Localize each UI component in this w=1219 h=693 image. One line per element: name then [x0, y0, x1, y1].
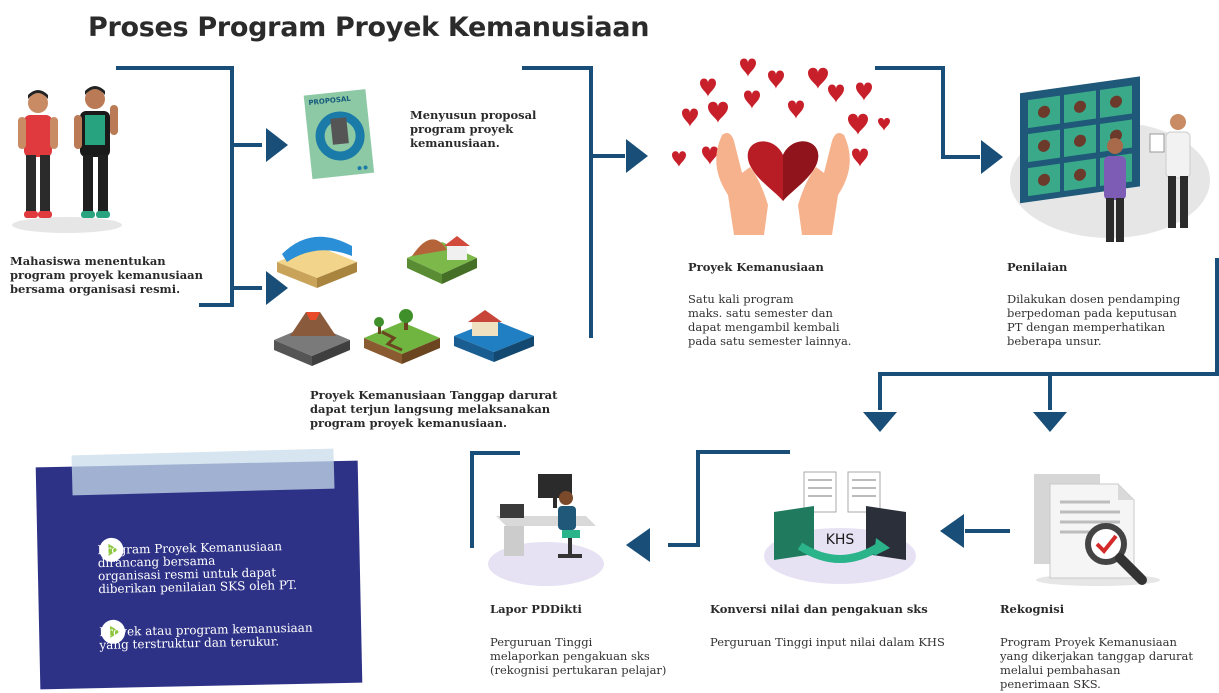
proposal-text: Menyusun proposal program proyek kemanus…	[410, 108, 536, 150]
note-line: diberikan penilaian SKS oleh PT.	[98, 577, 298, 597]
connector-to-penilaian	[875, 66, 980, 159]
proyek-line: Satu kali program	[688, 292, 794, 306]
hands-heart-illustration	[672, 58, 890, 235]
rekognisi-line: yang dikerjakan tanggap darurat	[1000, 649, 1193, 663]
earthquake-icon	[364, 309, 440, 364]
heart-icon	[828, 84, 844, 103]
disaster-line: program proyek kemanusiaan.	[310, 416, 507, 430]
arrow-right-icon	[626, 139, 648, 173]
rekognisi-body: Program Proyek Kemanusiaan yang dikerjak…	[1000, 635, 1193, 691]
landslide-icon	[407, 236, 477, 284]
penilaian-body: Dilakukan dosen pendamping berpedoman pa…	[1007, 292, 1180, 348]
lapor-body: Perguruan Tinggi melaporkan pengakuan sk…	[490, 635, 666, 677]
disaster-tiles-illustration	[274, 236, 534, 366]
page-title: Proses Program Proyek Kemanusiaan	[88, 12, 650, 43]
heart-icon	[848, 113, 868, 135]
heart-icon	[702, 146, 718, 165]
konversi-line: Perguruan Tinggi input nilai dalam KHS	[710, 635, 945, 649]
khs-conversion-illustration: KHS	[764, 471, 916, 584]
heart-icon	[672, 151, 686, 167]
students-illustration	[12, 86, 122, 233]
arrow-right-icon	[981, 140, 1003, 174]
note-item: Program Proyek Kemanusiaan dirancang ber…	[97, 539, 298, 597]
lapor-line: melaporkan pengakuan sks	[490, 649, 650, 663]
khs-badge: KHS	[826, 532, 855, 548]
heart-icon	[852, 148, 868, 167]
konversi-heading: Konversi nilai dan pengakuan sks	[710, 602, 928, 616]
proposal-booklet-illustration: PROPOSAL	[303, 89, 375, 180]
heart-icon	[682, 108, 698, 127]
connector-middle	[522, 66, 593, 338]
flood-icon	[454, 310, 534, 362]
penilaian-heading: Penilaian	[1007, 260, 1068, 274]
tsunami-icon	[277, 236, 357, 288]
proyek-heading: Proyek Kemanusiaan	[688, 260, 824, 274]
left-hand-icon	[716, 133, 768, 235]
arrow-right-icon	[266, 271, 288, 305]
connector-step1	[116, 66, 234, 307]
right-hand-icon	[798, 133, 850, 235]
tape-strip	[71, 448, 335, 496]
connector-konversi	[668, 450, 700, 547]
proyek-line: maks. satu semester dan	[688, 306, 833, 320]
proyek-line: dapat mengambil kembali	[688, 320, 840, 334]
rekognisi-line: penerimaan SKS.	[1000, 677, 1101, 691]
lapor-line: (rekognisi pertukaran pelajar)	[490, 663, 667, 677]
heart-icon	[768, 70, 784, 89]
proposal-line: Menyusun proposal	[410, 108, 537, 122]
step1-line: Mahasiswa menentukan	[10, 254, 166, 268]
proyek-body: Satu kali program maks. satu semester da…	[688, 292, 851, 348]
arrow-left-icon	[940, 514, 964, 548]
heart-icon	[856, 82, 872, 101]
lapor-heading: Lapor PDDikti	[490, 602, 582, 616]
penilaian-line: PT dengan memperhatikan	[1007, 320, 1165, 334]
volcano-icon	[274, 312, 350, 366]
office-desk-illustration	[488, 474, 604, 586]
heart-icon	[808, 67, 828, 89]
heart-icon	[740, 58, 756, 77]
arrow-down-icon	[1033, 412, 1067, 432]
konversi-body: Perguruan Tinggi input nilai dalam KHS	[710, 635, 945, 649]
penilaian-line: berpedoman pada keputusan	[1007, 306, 1177, 320]
heart-icon	[744, 90, 760, 109]
disaster-text: Proyek Kemanusiaan Tanggap darurat dapat…	[310, 388, 557, 430]
penilaian-line: Dilakukan dosen pendamping	[1007, 292, 1181, 306]
rekognisi-line: melalui pembahasan	[1000, 663, 1121, 677]
arrow-right-icon	[266, 128, 288, 162]
rekognisi-line: Program Proyek Kemanusiaan	[1000, 635, 1177, 649]
rekognisi-heading: Rekognisi	[1000, 602, 1065, 616]
disaster-line: dapat terjun langsung melaksanakan	[310, 402, 551, 416]
disaster-line: Proyek Kemanusiaan Tanggap darurat	[310, 388, 558, 402]
note-line: yang terstruktur dan terukur.	[99, 634, 280, 653]
note-item: Proyek atau program kemanusiaan yang ter…	[99, 621, 313, 653]
assessment-illustration	[1010, 76, 1210, 242]
arrow-down-icon	[863, 412, 897, 432]
document-search-illustration	[1034, 474, 1160, 586]
heart-icon	[788, 100, 804, 119]
proposal-line: kemanusiaan.	[410, 136, 500, 150]
proposal-line: program proyek	[410, 122, 514, 136]
step1-line: bersama organisasi resmi.	[10, 282, 181, 296]
heart-icon	[878, 118, 890, 131]
arrow-left-icon	[626, 528, 650, 562]
connector-lapor	[470, 451, 520, 548]
heart-icon	[708, 101, 728, 123]
proyek-line: pada satu semester lainnya.	[688, 334, 852, 348]
lapor-line: Perguruan Tinggi	[490, 635, 593, 649]
step1-text: Mahasiswa menentukan program proyek kema…	[10, 254, 203, 296]
magnifier-icon	[1085, 523, 1127, 565]
checkmark-icon	[1095, 534, 1118, 554]
heart-icon	[700, 78, 716, 97]
step1-line: program proyek kemanusiaan	[10, 268, 203, 282]
penilaian-line: beberapa unsur.	[1007, 334, 1102, 348]
